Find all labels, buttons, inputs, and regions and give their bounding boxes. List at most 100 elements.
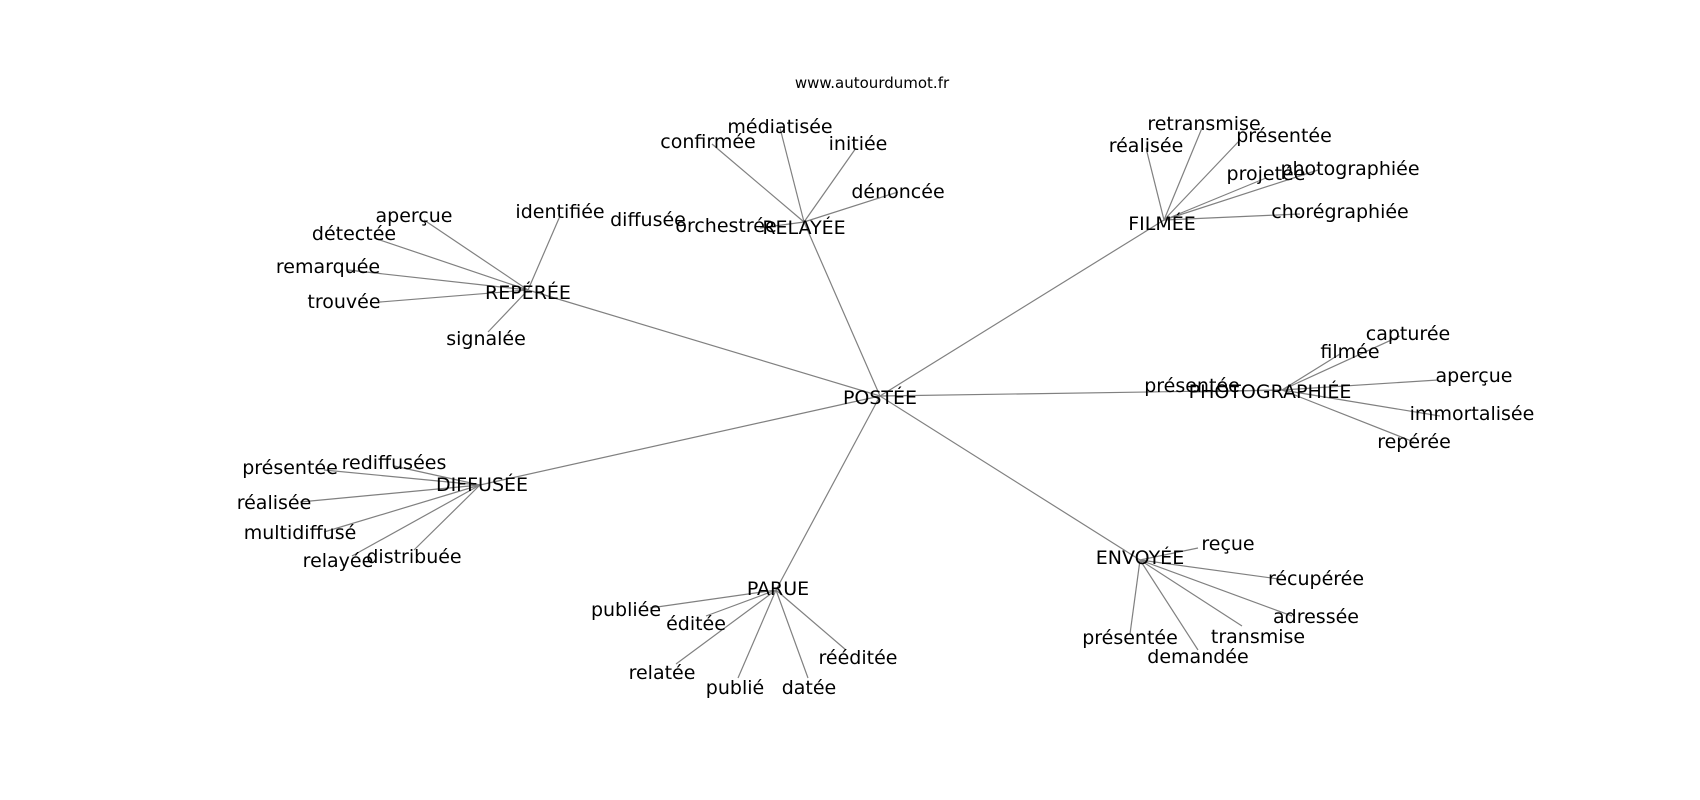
edge-diffusee-0	[393, 465, 481, 486]
edge-diffusee-5	[413, 484, 481, 551]
hub-label-diffusee: DIFFUSÉE	[436, 473, 528, 496]
edge-reperee-4	[379, 289, 529, 303]
edge-diffusee-2	[299, 484, 481, 503]
edge-reperee-1	[527, 215, 561, 291]
center-node-label: POSTÉE	[843, 386, 917, 409]
leaf-label-envoyee-3: transmise	[1211, 626, 1305, 648]
edge-relayee-2	[803, 147, 857, 223]
hub-label-envoyee: ENVOYÉE	[1096, 546, 1184, 569]
edge-relayee-1	[711, 143, 805, 223]
edge-envoyee-5	[1139, 559, 1199, 651]
leaf-label-filmee-2: présentée	[1236, 125, 1332, 147]
edge-parue-3	[737, 589, 777, 679]
leaf-label-envoyee-4: présentée	[1082, 627, 1178, 649]
leaf-label-parue-2: relatée	[629, 662, 696, 684]
leaf-label-filmee-4: projetée	[1227, 163, 1306, 185]
edge-reperee-3	[347, 269, 529, 291]
leaf-label-parue-0: publiée	[591, 599, 661, 621]
leaf-label-diffusee-5: distribuée	[366, 546, 461, 568]
leaf-label-diffusee-4: relayée	[303, 550, 374, 572]
edge-center-diffusee	[479, 395, 881, 486]
leaf-label-parue-1: éditée	[666, 613, 726, 635]
edge-filmee-5	[1163, 213, 1301, 221]
leaf-label-relayee-0: médiatisée	[727, 116, 832, 138]
free-label-0: diffusée	[610, 209, 686, 231]
leaf-label-reperee-3: remarquée	[276, 256, 380, 278]
hub-label-reperee: REPÉRÉE	[485, 281, 571, 304]
edge-center-envoyee	[879, 395, 1141, 561]
graph-edges	[299, 127, 1441, 679]
leaf-label-parue-4: datée	[782, 677, 837, 699]
edge-parue-4	[775, 589, 809, 679]
leaf-label-diffusee-0: rediffusées	[342, 452, 447, 474]
edge-center-filmee	[879, 219, 1165, 397]
leaf-label-parue-5: rééditée	[819, 647, 898, 669]
edge-diffusee-1	[323, 469, 481, 486]
leaf-label-envoyee-2: adressée	[1273, 606, 1359, 628]
leaf-label-reperee-5: signalée	[446, 328, 526, 350]
hub-label-parue: PARUE	[747, 578, 809, 600]
leaf-label-diffusee-1: présentée	[242, 457, 338, 479]
leaf-label-filmee-5: chorégraphiée	[1271, 201, 1408, 223]
leaf-label-envoyee-1: récupérée	[1268, 568, 1364, 590]
leaf-label-envoyee-5: demandée	[1147, 646, 1248, 668]
edge-reperee-0	[423, 219, 529, 291]
leaf-label-filmee-1: réalisée	[1109, 135, 1184, 157]
edge-reperee-5	[487, 289, 529, 333]
edge-center-relayee	[803, 221, 881, 397]
edge-reperee-2	[373, 237, 529, 291]
edge-envoyee-0	[1139, 547, 1199, 561]
leaf-label-relayee-2: initiée	[829, 133, 888, 155]
edge-envoyee-3	[1139, 559, 1243, 627]
edge-photographiee-1	[1281, 353, 1341, 391]
edge-relayee-4	[759, 221, 805, 229]
edge-center-reperee	[527, 289, 881, 397]
edge-filmee-3	[1163, 169, 1319, 221]
leaf-label-photographiee-3: présentée	[1144, 375, 1240, 397]
edge-parue-1	[705, 589, 777, 617]
edge-center-parue	[775, 395, 881, 591]
edge-photographiee-3	[1191, 389, 1283, 393]
leaf-label-photographiee-1: filmée	[1320, 341, 1379, 363]
leaf-label-filmee-3: photographiée	[1280, 158, 1419, 180]
edge-photographiee-4	[1281, 389, 1441, 417]
edge-diffusee-3	[323, 484, 481, 533]
edge-parue-0	[649, 589, 777, 609]
edge-filmee-0	[1163, 127, 1203, 221]
leaf-label-diffusee-3: multidiffusé	[244, 522, 357, 544]
edge-envoyee-2	[1139, 559, 1293, 617]
leaf-label-photographiee-2: aperçue	[1436, 365, 1513, 387]
site-label: www.autourdumot.fr	[795, 74, 950, 92]
edge-filmee-4	[1163, 177, 1267, 221]
edge-envoyee-4	[1129, 559, 1141, 635]
edge-parue-5	[775, 589, 847, 651]
hub-label-relayee: RELAYÉE	[762, 216, 845, 239]
edge-photographiee-0	[1281, 335, 1401, 391]
leaf-label-relayee-3: dénoncée	[851, 181, 944, 203]
edge-diffusee-4	[351, 484, 481, 557]
leaf-label-diffusee-2: réalisée	[237, 492, 312, 514]
leaf-label-parue-3: publié	[706, 677, 764, 699]
leaf-label-relayee-1: confirmée	[660, 131, 755, 153]
leaf-label-photographiee-4: immortalisée	[1410, 403, 1535, 425]
edge-relayee-0	[779, 127, 805, 223]
hub-label-filmee: FILMÉE	[1128, 212, 1196, 235]
hub-label-photographiee: PHOTOGRAPHIÉE	[1189, 380, 1352, 403]
edge-filmee-1	[1145, 147, 1165, 221]
edge-photographiee-5	[1281, 389, 1415, 443]
edge-relayee-3	[803, 191, 899, 223]
leaf-label-relayee-4: orchestrée	[675, 215, 776, 237]
leaf-label-photographiee-0: capturée	[1366, 323, 1450, 345]
leaf-label-photographiee-5: repérée	[1377, 431, 1451, 453]
leaf-label-reperee-2: détectée	[312, 223, 396, 245]
leaf-label-envoyee-0: reçue	[1201, 533, 1254, 555]
edge-photographiee-2	[1281, 379, 1439, 391]
leaf-label-filmee-0: retransmise	[1147, 113, 1260, 135]
leaf-label-reperee-1: identifiée	[515, 201, 604, 223]
edge-envoyee-1	[1139, 559, 1287, 581]
edge-filmee-2	[1163, 139, 1241, 221]
edge-parue-2	[675, 589, 777, 665]
leaf-label-reperee-0: aperçue	[376, 205, 453, 227]
